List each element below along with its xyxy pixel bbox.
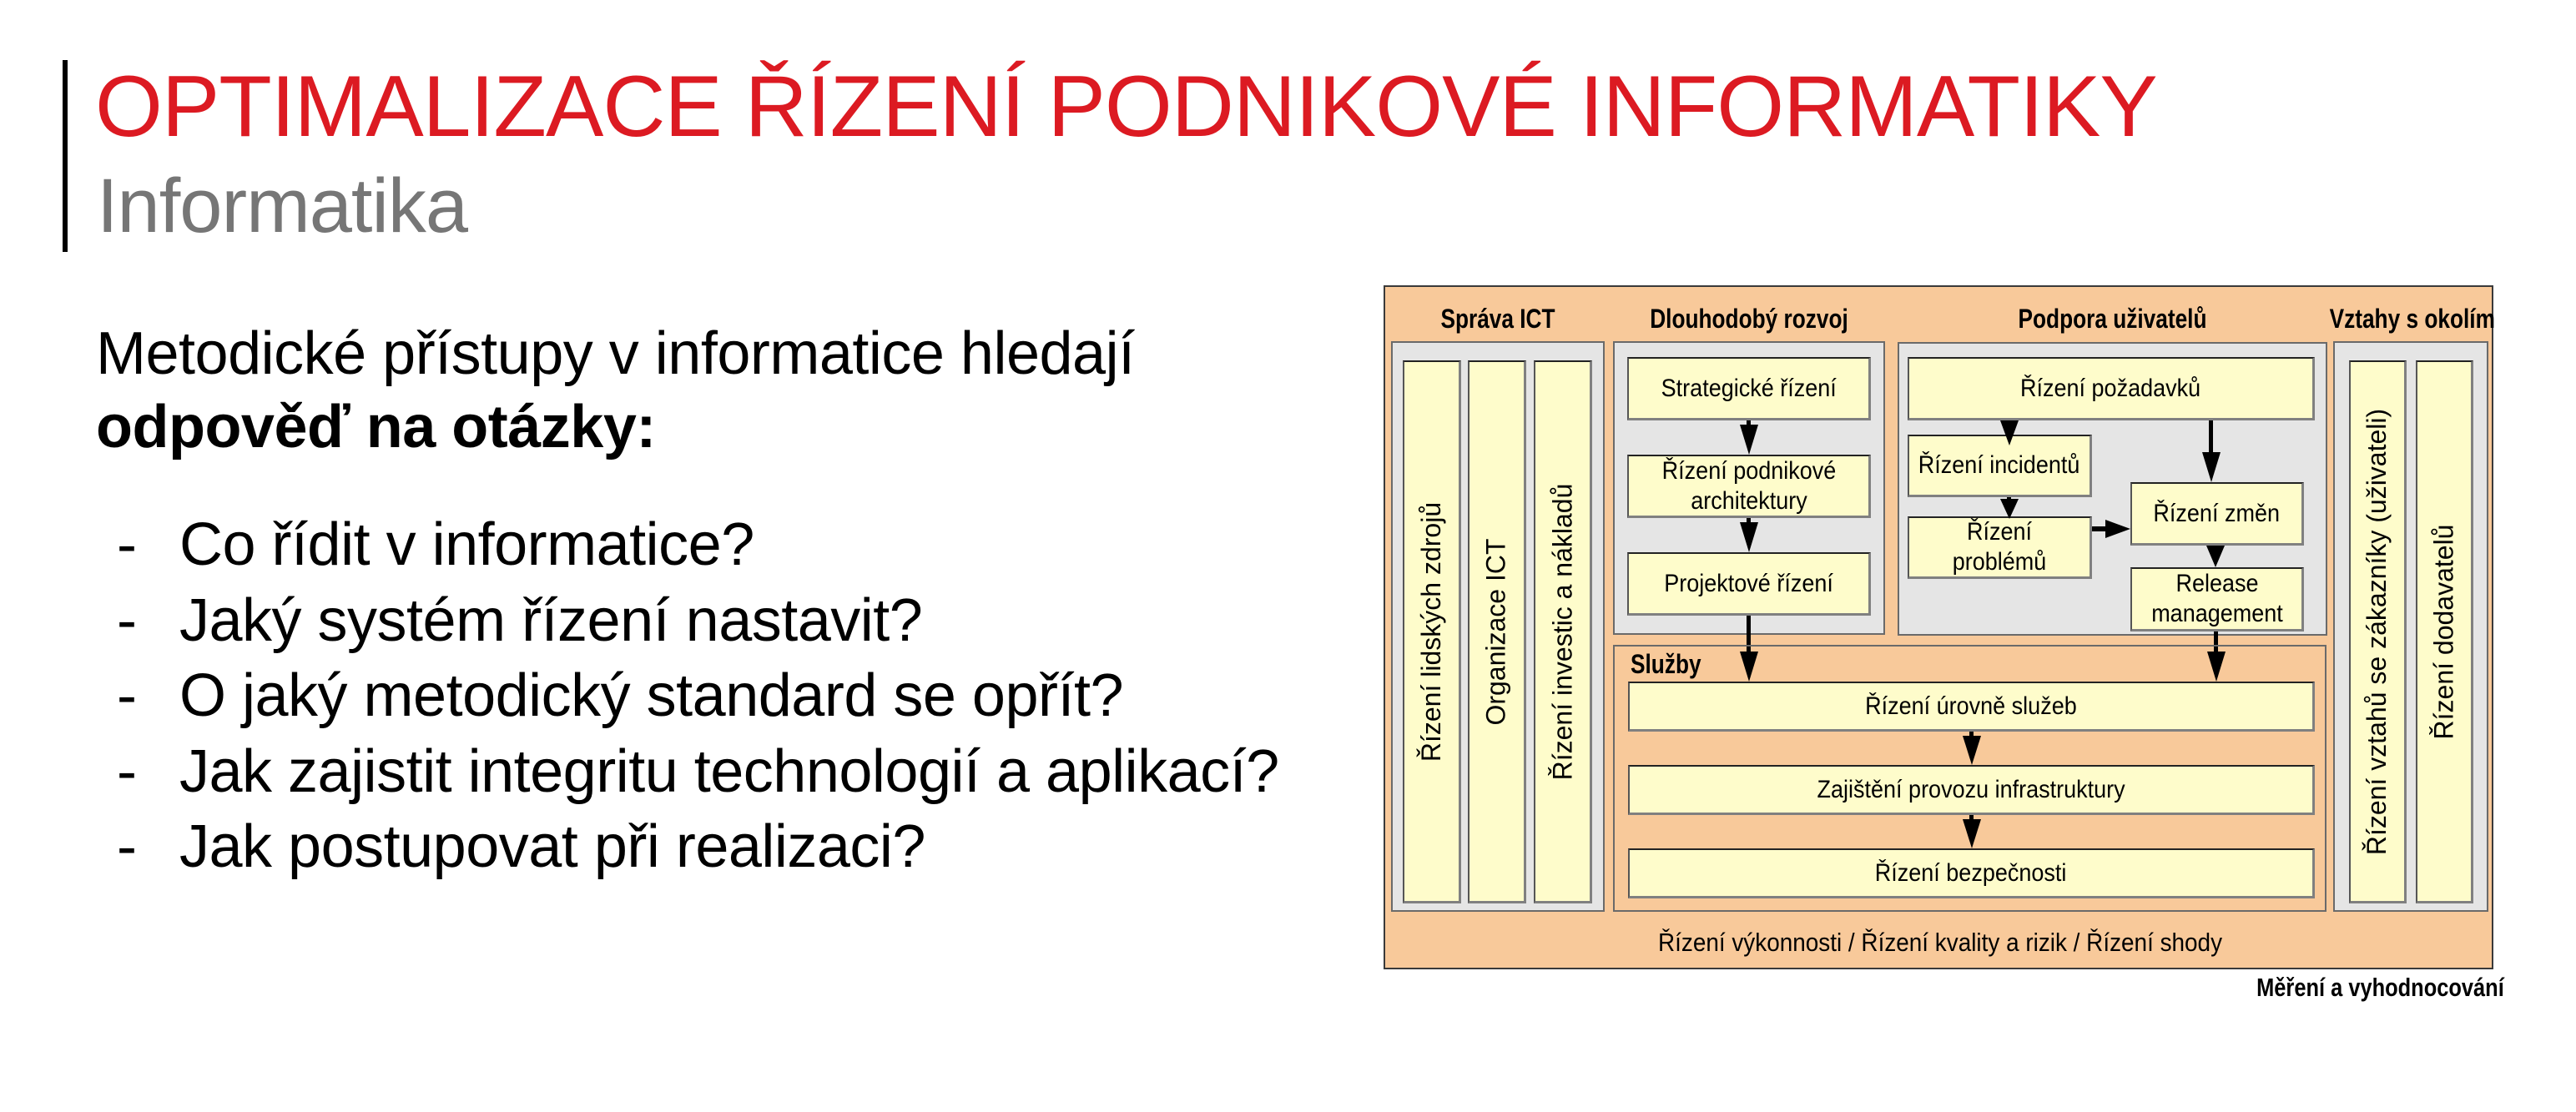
slide-subtitle: Informatika bbox=[97, 164, 468, 249]
arrow-down-icon bbox=[2000, 420, 2019, 445]
slide-title: OPTIMALIZACE ŘÍZENÍ PODNIKOVÉ INFORMATIK… bbox=[95, 58, 2158, 155]
column-rizeni-vztahu-se-zakazniky: Řízení vztahů se zákazníky (uživateli) bbox=[2349, 360, 2407, 903]
arrow-line bbox=[2092, 526, 2110, 531]
column-rizeni-dodavatelu: Řízení dodavatelů bbox=[2416, 360, 2473, 903]
diagram-caption: Měření a vyhodnocování bbox=[2256, 973, 2504, 1002]
arrow-line bbox=[1969, 815, 1974, 822]
box-rizeni-pozadavku: Řízení požadavků bbox=[1908, 357, 2315, 420]
box-projektove-rizeni: Projektové řízení bbox=[1627, 552, 1871, 616]
list-item: -Jak postupovat při realizaci? bbox=[117, 809, 1279, 885]
heading-podpora-uzivatelu: Podpora uživatelů bbox=[2018, 304, 2207, 334]
panel-sluzby bbox=[1613, 645, 2326, 912]
arrow-down-icon bbox=[2207, 652, 2226, 682]
arrow-line bbox=[2214, 631, 2218, 657]
arrow-down-icon bbox=[2202, 452, 2221, 482]
box-strategicke-rizeni: Strategické řízení bbox=[1627, 357, 1871, 420]
box-rizeni-urovne-sluzeb: Řízení úrovně služeb bbox=[1628, 682, 2315, 732]
list-item: -Jak zajistit integritu technologií a ap… bbox=[117, 734, 1279, 810]
arrow-down-icon bbox=[1740, 522, 1758, 552]
list-item: -O jaký metodický standard se opřít? bbox=[117, 658, 1279, 734]
box-rizeni-bezpecnosti: Řízení bezpečnosti bbox=[1628, 848, 2315, 898]
column-rizeni-lidskych-zdroju: Řízení lidských zdrojů bbox=[1403, 360, 1461, 903]
dash-bullet-icon: - bbox=[117, 586, 137, 654]
heading-sluzby: Služby bbox=[1631, 649, 1701, 679]
title-accent-bar bbox=[63, 60, 68, 252]
arrow-down-icon bbox=[1740, 652, 1758, 682]
question-list: -Co řídit v informatice? -Jaký systém ří… bbox=[117, 507, 1279, 885]
heading-vztahy-s-okolim: Vztahy s okolím bbox=[2329, 304, 2495, 334]
dash-bullet-icon: - bbox=[117, 662, 137, 729]
arrow-line bbox=[1747, 616, 1751, 657]
list-item: -Jaký systém řízení nastavit? bbox=[117, 583, 1279, 659]
arrow-down-icon bbox=[1740, 425, 1758, 455]
diagram-bottom-label: Řízení výkonnosti / Řízení kvality a riz… bbox=[1657, 928, 2223, 957]
intro-text: Metodické přístupy v informatice hledají… bbox=[96, 317, 1135, 464]
dash-bullet-icon: - bbox=[117, 737, 137, 805]
dash-bullet-icon: - bbox=[117, 511, 137, 578]
arrow-down-icon bbox=[2206, 546, 2225, 567]
column-organizace-ict: Organizace ICT bbox=[1468, 360, 1526, 903]
arrow-down-icon bbox=[2000, 499, 2019, 519]
arrow-down-icon bbox=[1963, 819, 1981, 848]
arrow-right-icon bbox=[2105, 520, 2130, 538]
column-rizeni-investic: Řízení investic a nákladů bbox=[1534, 360, 1592, 903]
arrow-down-icon bbox=[1963, 736, 1981, 765]
box-rizeni-podnikove-architektury: Řízení podnikové architektury bbox=[1627, 455, 1871, 518]
list-item: -Co řídit v informatice? bbox=[117, 507, 1279, 583]
box-rizeni-zmen: Řízení změn bbox=[2130, 482, 2304, 546]
heading-dlouhodoby-rozvoj: Dlouhodobý rozvoj bbox=[1650, 304, 1848, 334]
box-zajisteni-provozu-infrastruktury: Zajištění provozu infrastruktury bbox=[1628, 765, 2315, 815]
intro-line-1: Metodické přístupy v informatice hledají bbox=[96, 320, 1135, 387]
arrow-line bbox=[2209, 420, 2213, 454]
dash-bullet-icon: - bbox=[117, 813, 137, 880]
intro-line-2: odpověď na otázky: bbox=[96, 394, 656, 460]
heading-sprava-ict: Správa ICT bbox=[1440, 304, 1555, 334]
box-rizeni-incidentu: Řízení incidentů bbox=[1908, 435, 2092, 497]
box-rizeni-problemu: Řízení problémů bbox=[1908, 516, 2092, 579]
box-release-management: Release management bbox=[2130, 567, 2304, 631]
arrow-line bbox=[1969, 732, 1974, 738]
